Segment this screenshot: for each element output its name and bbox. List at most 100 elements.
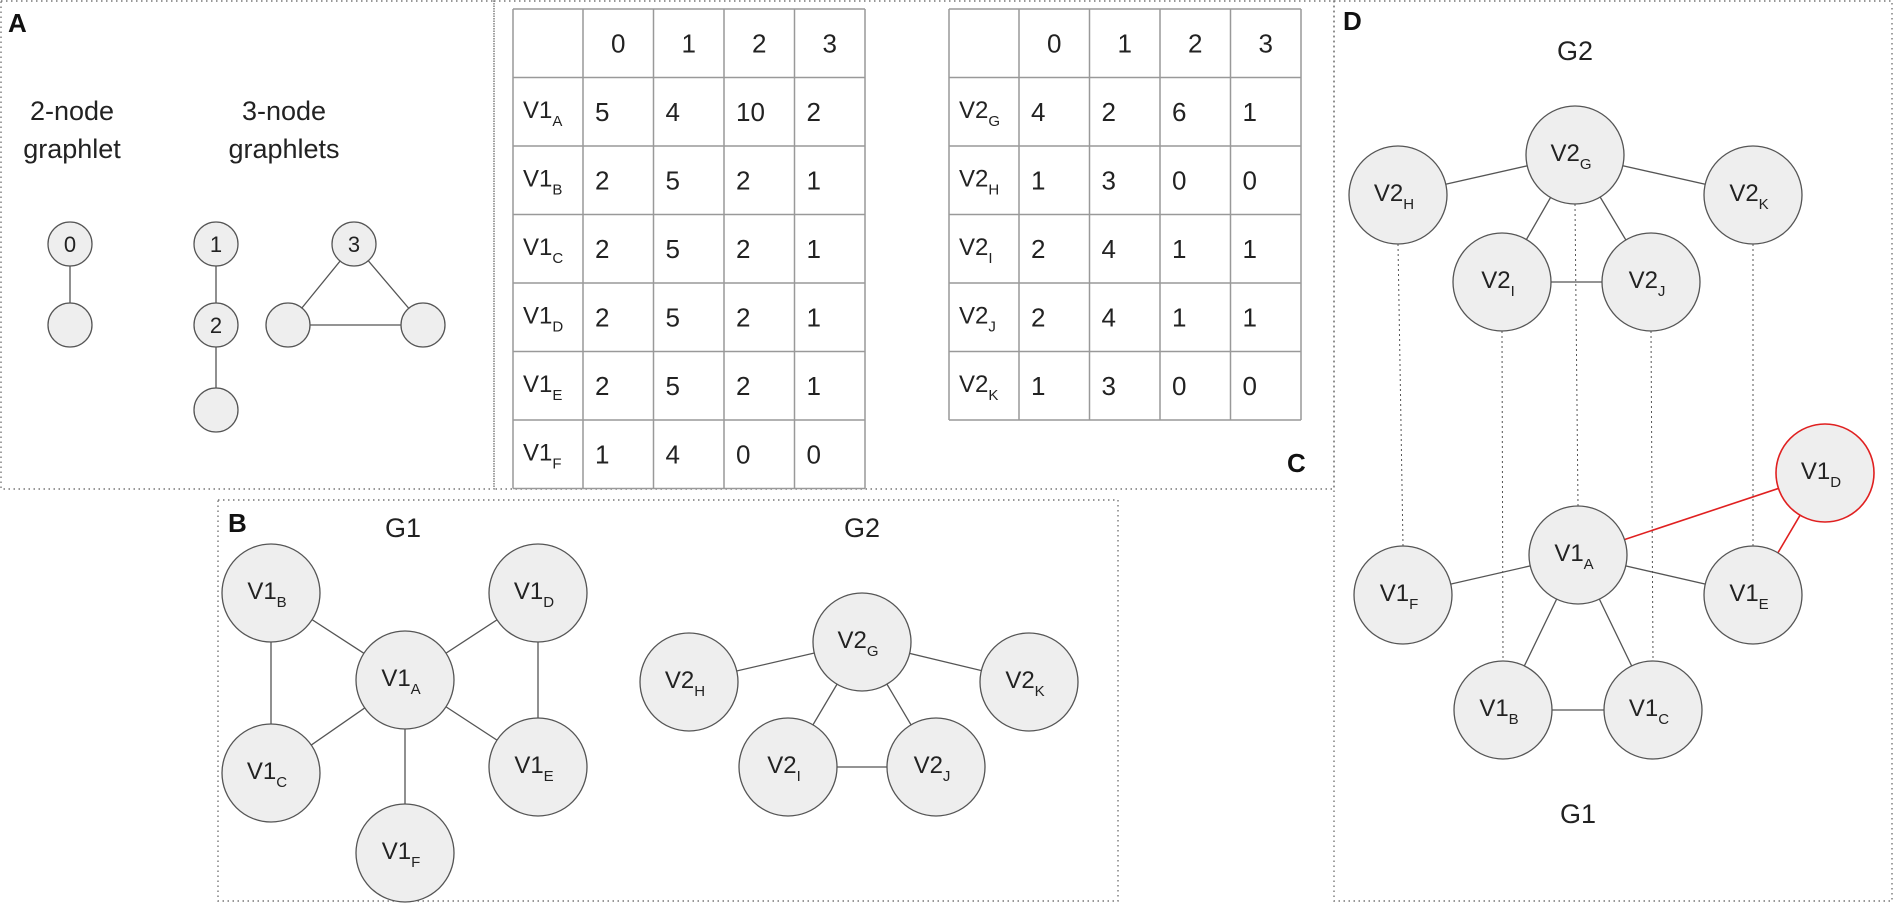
graph-node [355, 630, 455, 730]
graph-node [1603, 660, 1703, 760]
table-g1-cell: 2 [807, 97, 821, 127]
caption-2node-line1: 2-node [30, 96, 114, 126]
table-g2-cell: 0 [1243, 371, 1257, 401]
node-label: V2H [1374, 180, 1414, 213]
node-label: V2K [1729, 180, 1768, 213]
table-g1-row-header: V1A [523, 97, 562, 130]
node-label: V2J [914, 752, 951, 785]
table-g2-column-header: 3 [1259, 28, 1273, 58]
graphlet-node-plain [193, 387, 239, 433]
table-g1-cell: 1 [807, 165, 821, 195]
table-g1-cell: 5 [666, 302, 680, 332]
table-g1-cell: 2 [595, 165, 609, 195]
node-label: V1A [1554, 540, 1593, 573]
table-g1-cell: 2 [736, 234, 750, 264]
node-label: V1E [514, 752, 553, 785]
table-g2-row-header: V2G [959, 97, 1000, 130]
table-g1-row-header: V1B [523, 165, 562, 198]
table-g1-cell: 5 [666, 165, 680, 195]
graphlet-node-orbit-3 [331, 221, 377, 267]
table-g1-cell: 2 [736, 302, 750, 332]
panel-label-b: B [228, 508, 247, 538]
panel-d-frame [1333, 0, 1893, 902]
table-g2-row-header: V2J [959, 302, 996, 335]
graphlet-node-orbit-1 [193, 221, 239, 267]
node-label: V1F [1380, 580, 1419, 613]
graph-node [1703, 145, 1803, 245]
table-g2-cell: 0 [1172, 371, 1186, 401]
node-label: V2J [1629, 267, 1666, 300]
orbit-label-0: 0 [64, 232, 76, 257]
panel-b-frame [217, 499, 1119, 902]
table-g1-cell: 2 [595, 234, 609, 264]
orbit-label-2: 2 [210, 313, 222, 338]
unaligned-node [1775, 423, 1875, 523]
graph-node [221, 723, 321, 823]
graph-node [1528, 505, 1628, 605]
table-g1-cell: 4 [666, 439, 680, 469]
graphlet-node-orbit-2 [193, 302, 239, 348]
alignment-link [1501, 330, 1504, 662]
table-g2-cell: 1 [1172, 302, 1186, 332]
node-label: V2G [1550, 140, 1591, 173]
table-g1-row-header: V1F [523, 439, 562, 472]
table-g1-cell: 2 [736, 371, 750, 401]
table-g1-cell: 4 [666, 97, 680, 127]
table-g1-cell: 1 [595, 439, 609, 469]
graph-node [488, 717, 588, 817]
graph-node [1453, 660, 1553, 760]
table-g2-cell: 1 [1031, 165, 1045, 195]
table-g1-cell: 5 [595, 97, 609, 127]
alignment-link [1574, 203, 1579, 507]
table-g1-cell: 5 [666, 234, 680, 264]
table-g1-column-header: 0 [611, 28, 625, 58]
table-g1-cell: 0 [736, 439, 750, 469]
graph-node [1703, 545, 1803, 645]
orbit-label-1: 1 [210, 232, 222, 257]
node-label: V1F [382, 838, 421, 871]
node-label: V2I [1481, 267, 1515, 300]
table-g2-cell: 1 [1243, 234, 1257, 264]
graph-node [355, 803, 455, 903]
table-g2-cell: 4 [1031, 97, 1045, 127]
table-g2-column-header: 0 [1047, 28, 1061, 58]
table-g1-cell: 0 [807, 439, 821, 469]
graphlet-node-plain [47, 302, 93, 348]
panel-label-d: D [1343, 6, 1362, 36]
table-g1-cell: 2 [595, 371, 609, 401]
panel-c-frame [493, 0, 1335, 490]
table-g1-column-header: 2 [752, 28, 766, 58]
panel-a-frame [0, 0, 495, 490]
panel-a-graphlets: 2-node graphlet 3-node graphlets 0 1 2 3 [23, 96, 446, 433]
node-label: V1D [514, 578, 554, 611]
node-label: V1B [247, 578, 286, 611]
node-label: V1A [381, 665, 420, 698]
table-g2-cell: 1 [1243, 302, 1257, 332]
table-g1-cell: 2 [736, 165, 750, 195]
caption-2node-line2: graphlet [23, 134, 121, 164]
panel-label-c: C [1287, 448, 1306, 478]
graphlet-node-orbit-0 [47, 221, 93, 267]
table-g1-column-header: 3 [823, 28, 837, 58]
table-g1-cell: 1 [807, 371, 821, 401]
graph-node [1525, 105, 1625, 205]
table-g2-cell: 3 [1102, 371, 1116, 401]
table-g2-cell: 2 [1102, 97, 1116, 127]
graph-node [488, 543, 588, 643]
graph-node [738, 717, 838, 817]
table-g2-cell: 0 [1243, 165, 1257, 195]
graph-node [886, 717, 986, 817]
graph-node [639, 632, 739, 732]
table-g2-cell: 4 [1102, 234, 1116, 264]
table-g2-cell: 0 [1172, 165, 1186, 195]
table-g2-cell: 4 [1102, 302, 1116, 332]
table-g2-cell: 2 [1031, 234, 1045, 264]
graph-node [1601, 232, 1701, 332]
table-g2-cell: 1 [1243, 97, 1257, 127]
table-g2-cell: 1 [1031, 371, 1045, 401]
